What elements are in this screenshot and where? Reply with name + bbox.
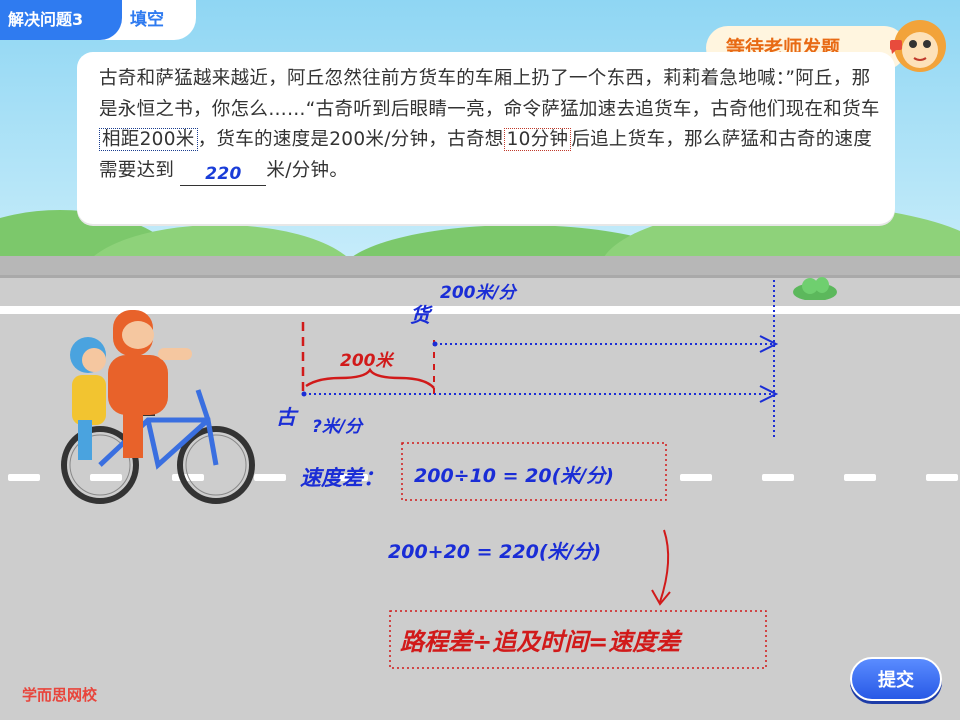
answer-value: 220 [205, 164, 242, 184]
question-text-part: ，货车的速度是200米/分钟，古奇想 [197, 129, 504, 150]
road-edge-line [0, 306, 960, 314]
lane-dash [680, 474, 712, 481]
lane-dash [254, 474, 286, 481]
lane-dash [90, 474, 122, 481]
cyclists-illustration [61, 310, 255, 504]
lane-dash [172, 474, 204, 481]
road-curb [0, 256, 960, 278]
submit-button-label: 提交 [878, 670, 914, 691]
lane-dash [844, 474, 876, 481]
time-highlight: 10分钟 [503, 128, 572, 151]
question-text-part: 古奇和萨猛越来越近，阿丘忽然往前方货车的车厢上扔了一个东西，莉莉着急地喊：”阿丘… [99, 68, 880, 120]
tab-fill-blank-label: 填空 [130, 10, 164, 30]
lane-dash [926, 474, 958, 481]
lane-dash [336, 474, 368, 481]
question-text: 古奇和萨猛越来越近，阿丘忽然往前方货车的车厢上扔了一个东西，莉莉着急地喊：”阿丘… [99, 64, 881, 186]
distance-highlight: 相距200米 [99, 128, 198, 151]
question-card: 古奇和萨猛越来越近，阿丘忽然往前方货车的车厢上扔了一个东西，莉莉着急地喊：”阿丘… [77, 52, 895, 224]
mascot-icon [890, 20, 946, 72]
lane-dash [762, 474, 794, 481]
tab-section-label: 解决问题3 [8, 10, 84, 29]
bush-icon [793, 277, 837, 300]
question-text-part: 后追上货车，那么萨猛和古奇的速度需要达到 [99, 129, 873, 181]
submit-button[interactable]: 提交 [850, 657, 942, 701]
question-text-part: 米/分钟。 [266, 159, 349, 181]
tab-section[interactable]: 解决问题3 [0, 0, 122, 40]
lane-dash [8, 474, 40, 481]
brand-logo: 学而思网校 [22, 686, 98, 704]
answer-blank-input[interactable]: 220 [180, 160, 267, 186]
